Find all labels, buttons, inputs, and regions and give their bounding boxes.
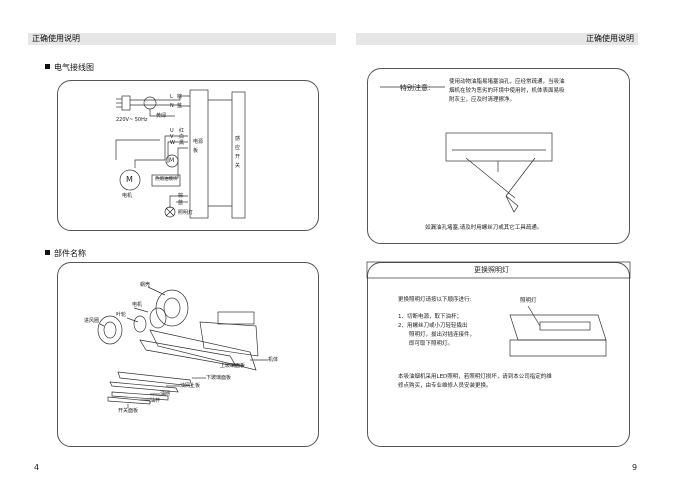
part-shell: 蜗壳 [140, 282, 151, 288]
bullet-square-icon [45, 250, 50, 255]
part-motor: 电机 [132, 302, 143, 308]
power-label: 220V~ 50Hz [116, 117, 148, 123]
switch-label: 感应开关 [235, 136, 241, 169]
part-upper-glass: 上玻璃面板 [220, 363, 246, 369]
light-color-brown: 棕 [178, 193, 184, 199]
power-plug-icon [116, 95, 131, 111]
light-symbol-icon [164, 206, 176, 218]
color-brown: 棕 [177, 94, 183, 100]
hood-exploded-illustration [97, 286, 268, 408]
small-motor-symbol: M [169, 157, 175, 164]
header-right: 正确使用说明 [356, 33, 638, 45]
page-number-left: 4 [34, 463, 40, 472]
parts-panel [57, 262, 319, 447]
terminal-U: U [170, 128, 174, 134]
part-body: 机体 [268, 357, 279, 363]
wiring-section-title: 电气接线图 [45, 62, 94, 73]
notice-title: 特别注意: [400, 84, 431, 92]
lamp-title-bar [366, 261, 631, 279]
parts-section-title: 部件名称 [45, 248, 86, 259]
part-switch-panel: 开关面板 [118, 408, 139, 414]
notice-caption: 如漏油孔堵塞,请及时用螺丝刀或其它工具疏通。 [425, 225, 543, 231]
motor-label: 电机 [122, 193, 133, 199]
notice-text: 使用动物油脂易堵塞油孔，应经常疏通，当吸油 烟机在较为恶劣的环境中使用时，机体表… [449, 79, 565, 103]
lamp-steps: 1、切断电源，取下油杯； 2、用螺丝刀或小刀轻轻撬出 照明灯，拔出对插连接件， … [398, 314, 476, 347]
color-red: 红 [179, 128, 185, 134]
notice-panel [367, 68, 630, 244]
part-oil-net-upper: 油网上板 [180, 383, 201, 389]
part-lower-glass: 下玻璃面板 [206, 375, 232, 381]
lamp-hood-illustration [509, 305, 607, 357]
lamp-intro: 更换照明灯请按以下顺序进行: [398, 297, 472, 303]
lamp-title: 更换照明灯 [474, 266, 509, 274]
board-label: 电源板 [193, 139, 204, 154]
terminal-V: V [170, 134, 174, 140]
oil-module-label: 热熔油模块 [155, 177, 178, 182]
motor-symbol: M [126, 175, 133, 184]
header-left-title: 正确使用说明 [32, 34, 80, 43]
part-oil-net: 油网 [160, 391, 171, 397]
light-color-blue: 蓝 [178, 200, 184, 206]
oil-module [151, 174, 181, 187]
ground-color-label: 黄绿 [156, 113, 167, 119]
power-board [189, 89, 209, 219]
page-number-right: 9 [632, 463, 638, 472]
sensor-switch [231, 91, 246, 219]
terminal-N: N [170, 103, 174, 109]
motor-icon [119, 169, 141, 191]
terminal-W: W [170, 140, 175, 146]
light-label: 照明灯 [178, 210, 194, 216]
header-left: 正确使用说明 [28, 33, 336, 45]
small-motor-icon [165, 154, 179, 168]
hood-underside-illustration [445, 132, 553, 213]
bullet-square-icon [45, 64, 50, 69]
color-white: 白 [179, 134, 185, 140]
lamp-note: 本吸油烟机采用LED照明，若照明灯损坏，请到本公司指定的维 修点购买，由专业维修… [398, 374, 552, 389]
wiring-panel [57, 80, 319, 231]
terminal-L: L [170, 94, 173, 100]
part-inlet-ring: 进风圈 [84, 318, 100, 324]
color-black: 黑 [179, 140, 185, 146]
part-impeller: 叶轮 [116, 312, 127, 318]
lamp-figure-label: 照明灯 [520, 298, 537, 304]
lamp-panel [367, 262, 630, 447]
ground-symbol-icon [143, 96, 157, 110]
header-right-title: 正确使用说明 [586, 34, 634, 43]
color-blue: 蓝 [177, 103, 183, 109]
part-oil-cup: 油杯 [150, 398, 161, 404]
